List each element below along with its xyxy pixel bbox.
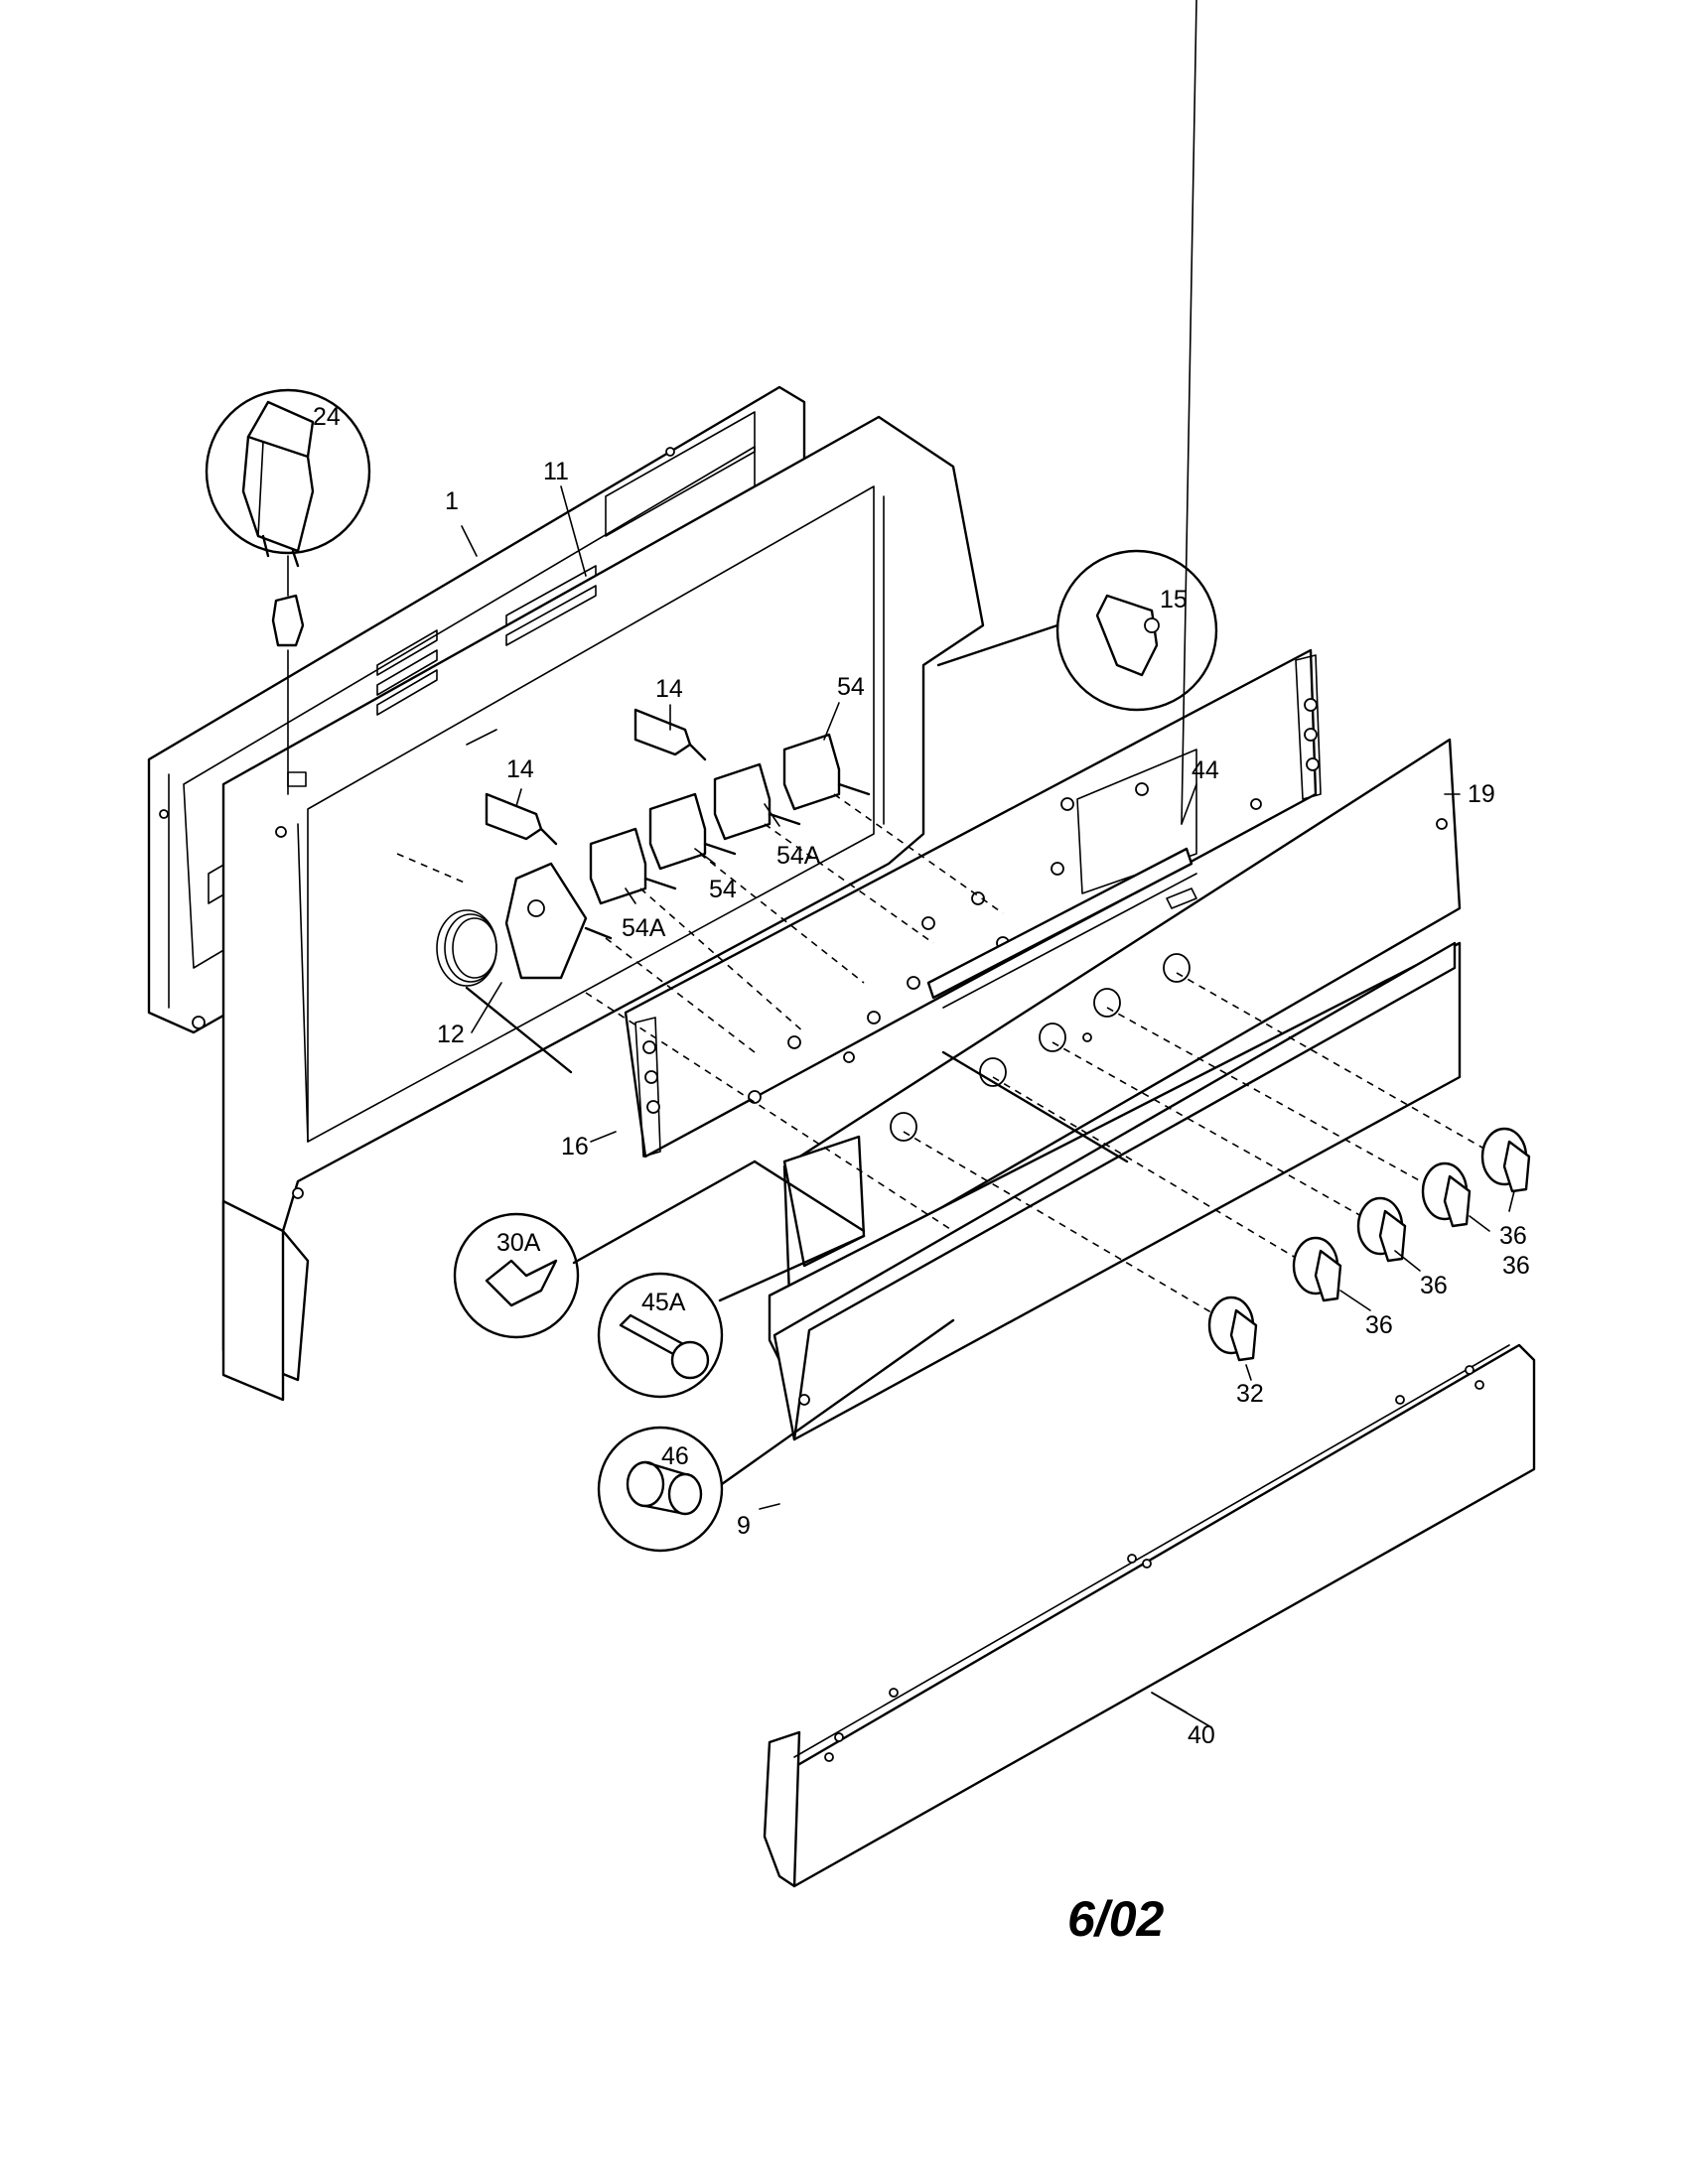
part-14-switch-lower [485, 792, 558, 846]
part-16-mounting-bracket [624, 648, 1322, 1159]
part-24-switch-small [271, 555, 305, 795]
part-19-control-panel [782, 738, 1462, 1297]
label-36-4: 36 [1499, 1222, 1527, 1250]
part-15-bracket-callout [936, 549, 1218, 712]
part-54-switch-1 [782, 733, 871, 811]
part-54A-switch-1 [713, 762, 801, 841]
part-24-rocker-switch-callout [205, 388, 371, 568]
revision-date: 6/02 [1067, 1891, 1165, 1947]
label-54A-upper: 54A [776, 842, 821, 870]
label-46: 46 [661, 1442, 689, 1470]
part-54-switch-2 [648, 792, 737, 871]
label-54A-lower: 54A [622, 914, 666, 942]
label-36-1: 36 [1365, 1311, 1393, 1339]
label-1: 1 [445, 487, 459, 515]
frame-leg-piece [221, 1199, 285, 1402]
label-54-lower: 54 [709, 876, 737, 903]
label-45A: 45A [641, 1289, 686, 1316]
callout-labels: 1 11 24 14 14 54 54A 54 54A 15 44 19 12 … [313, 403, 1530, 1749]
label-15: 15 [1160, 586, 1188, 614]
part-40-lower-bezel [763, 1343, 1536, 1888]
label-19: 19 [1468, 780, 1495, 808]
part-14-switch-upper [633, 708, 707, 761]
part-30A-wing-nut-callout [453, 1160, 866, 1339]
label-14-upper: 14 [655, 675, 683, 703]
part-44-strip [926, 847, 1193, 1000]
part-36-knob-4 [1480, 1127, 1531, 1193]
part-46-plug-callout [597, 1318, 955, 1553]
label-16: 16 [561, 1133, 589, 1160]
label-40: 40 [1188, 1721, 1215, 1749]
label-30A: 30A [496, 1229, 541, 1257]
assembly-lines [585, 793, 1490, 1316]
label-24: 24 [313, 403, 341, 431]
part-36-knob-1 [1292, 1236, 1342, 1302]
label-36-3: 36 [1502, 1252, 1530, 1280]
part-36-knob-2 [1356, 1196, 1407, 1263]
label-12: 12 [437, 1021, 465, 1048]
label-11: 11 [543, 458, 569, 485]
label-14-lower: 14 [506, 755, 534, 783]
leader-lines [461, 0, 1515, 1713]
label-54-upper: 54 [837, 673, 865, 701]
label-9: 9 [737, 1512, 751, 1540]
part-12-thermostat [396, 853, 613, 1074]
part-9-trim-panel [768, 941, 1462, 1441]
label-44: 44 [1192, 756, 1219, 784]
label-32: 32 [1236, 1380, 1264, 1408]
part-54A-switch-2 [589, 827, 677, 905]
part-36-knob-3 [1421, 1161, 1472, 1228]
label-36-2: 36 [1420, 1272, 1448, 1299]
part-32-knob [1207, 1296, 1258, 1362]
part-45A-screw-callout [597, 1234, 866, 1399]
